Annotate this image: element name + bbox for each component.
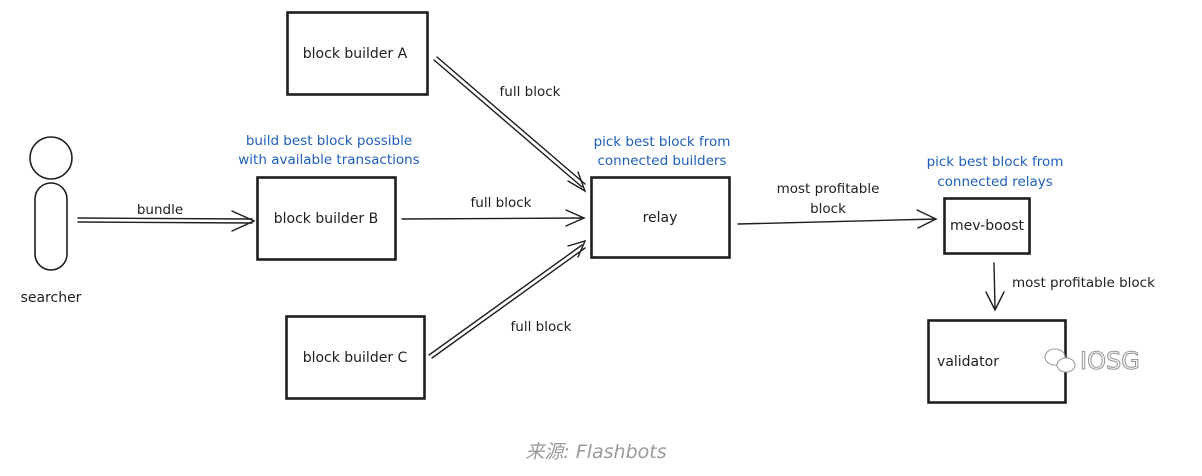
bundle-arrow [77, 210, 256, 232]
source-caption: 来源: Flashbots [525, 441, 666, 463]
relay-to-boost-label-line2: block [810, 201, 846, 217]
mev-boost-box [943, 197, 1031, 255]
arrow-builder-c-to-relay [428, 239, 587, 359]
searcher-label: searcher [21, 290, 82, 306]
searcher-head [29, 136, 73, 180]
relay-note-line2: connected builders [597, 153, 726, 169]
relay-box [590, 176, 731, 259]
validator-label: validator [937, 354, 999, 370]
mev-boost-label: mev-boost [950, 218, 1025, 234]
boost-note-line2: connected relays [937, 174, 1053, 190]
relay-label: relay [643, 210, 678, 226]
bundle-label: bundle [137, 202, 183, 218]
full-block-c-label: full block [511, 319, 572, 335]
arrow-builder-a-to-relay [433, 56, 587, 193]
searcher-body [34, 182, 68, 271]
builder-note-line1: build best block possible [246, 133, 412, 149]
relay-note-line1: pick best block from [594, 134, 731, 150]
builder-note-line2: with available transactions [238, 152, 419, 168]
wechat-watermark-icon [1044, 348, 1076, 373]
searcher-figure [29, 136, 73, 271]
arrow-relay-to-mev-boost [737, 209, 938, 229]
arrow-mev-boost-to-validator [985, 262, 1005, 312]
iosg-watermark: IOSG [1080, 347, 1140, 375]
block-builder-b-label: block builder B [274, 211, 378, 227]
relay-to-boost-label-line1: most profitable [777, 181, 880, 197]
boost-to-validator-label: most profitable block [1012, 275, 1155, 291]
full-block-b-label: full block [471, 195, 532, 211]
block-builder-a-box [286, 11, 429, 96]
full-block-a-label: full block [500, 84, 561, 100]
block-builder-c-label: block builder C [303, 350, 408, 366]
block-builder-b-box [256, 176, 397, 261]
block-builder-c-box [285, 315, 426, 400]
boost-note-line1: pick best block from [927, 154, 1064, 170]
arrow-builder-b-to-relay [401, 209, 586, 227]
block-builder-a-label: block builder A [303, 46, 408, 62]
